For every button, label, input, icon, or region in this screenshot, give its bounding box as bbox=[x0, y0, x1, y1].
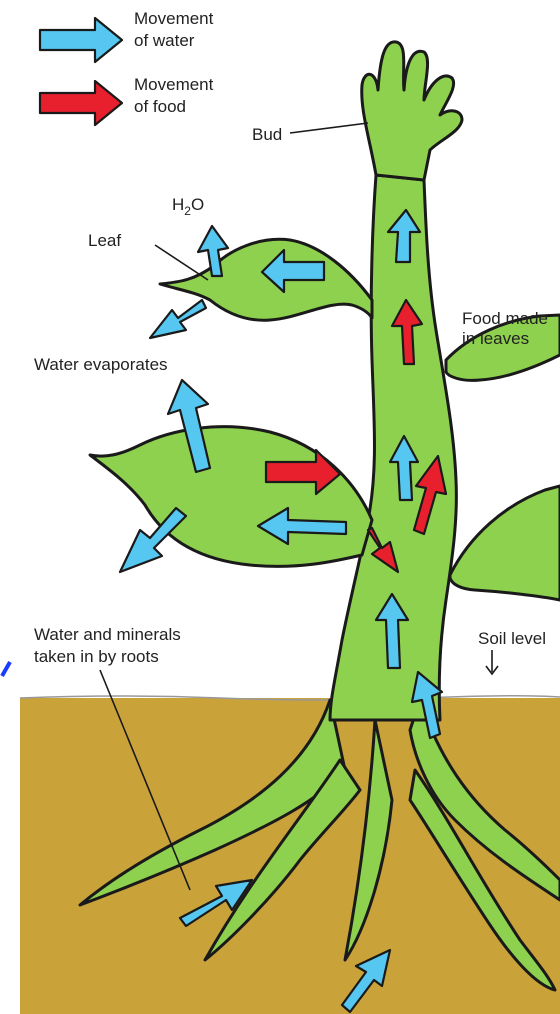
label-h2o: H2O bbox=[172, 195, 204, 218]
label-bud: Bud bbox=[252, 125, 282, 144]
label-roots-2: taken in by roots bbox=[34, 647, 159, 666]
label-food-made-1: Food made bbox=[462, 309, 548, 328]
lower-right-leaf bbox=[450, 486, 560, 600]
legend-water-line2: of water bbox=[134, 31, 195, 50]
bud bbox=[362, 42, 462, 180]
legend-water-line1: Movement bbox=[134, 9, 214, 28]
label-water-evaporates: Water evaporates bbox=[34, 355, 168, 374]
water-arrow-evap-upper bbox=[150, 300, 206, 338]
label-leaf: Leaf bbox=[88, 231, 121, 250]
label-food-made-2: in leaves bbox=[462, 329, 529, 348]
label-roots-1: Water and minerals bbox=[34, 625, 181, 644]
stray-blue-mark bbox=[2, 662, 10, 676]
legend-water-arrow bbox=[40, 18, 122, 62]
legend-food-line1: Movement bbox=[134, 75, 214, 94]
legend-food-arrow bbox=[40, 81, 122, 125]
label-soil-level: Soil level bbox=[478, 629, 546, 648]
plant-body bbox=[90, 42, 560, 720]
legend-food-line2: of food bbox=[134, 97, 186, 116]
legend: Movement of water Movement of food bbox=[134, 9, 214, 116]
